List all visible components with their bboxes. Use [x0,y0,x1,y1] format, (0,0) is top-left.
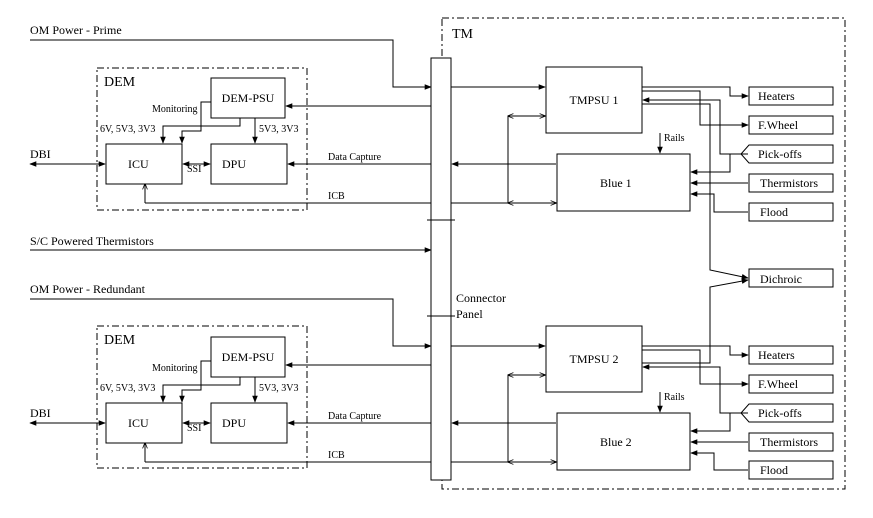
flood-top-label: Flood [760,205,788,219]
tm-label: TM [452,27,474,42]
dpu-bottom [210,402,288,444]
data-capture-bottom-label: Data Capture [328,411,382,422]
heaters-top [748,86,834,106]
tmpsu-2-to-heaters [642,345,749,358]
tmpsu-1-to-fwheel [642,90,749,128]
rails-right-bottom-label: 5V3, 3V3 [259,383,298,394]
flood-bottom-label: Flood [760,463,788,477]
heaters-bottom-label: Heaters [758,348,795,362]
fwheel-bottom-label: F.Wheel [758,377,799,391]
dpu-top-label: DPU [222,157,246,171]
sc-thermistors-label: S/C Powered Thermistors [30,234,154,248]
rails-left-bottom-label: 6V, 5V3, 3V3 [100,383,155,394]
monitoring-bottom-line [179,360,211,403]
tmpsu-2-label: TMPSU 2 [569,352,618,366]
rails-bottom-label: Rails [664,392,685,403]
pickoffs-to-tmpsu-2 [642,364,748,414]
om-power-prime-line [30,39,432,90]
icb-tm-top-trunk [451,116,509,204]
pickoffs-bottom [740,403,834,423]
pickoffs-to-tmpsu-1 [642,97,748,155]
heaters-bottom [748,345,834,365]
rails-right-top-label: 5V3, 3V3 [259,124,298,135]
rails-left-bottom-line [160,377,241,403]
dbi-bottom-label: DBI [30,406,51,420]
icu-top [105,143,183,185]
icu-bottom [105,402,183,444]
dem-top-title: DEM [104,75,136,90]
icu-top-label: ICU [128,157,149,171]
connector-panel-label-1: Connector [456,291,506,305]
data-capture-top-label: Data Capture [328,152,382,163]
dpu-top [210,143,288,185]
dichroic-label: Dichroic [760,272,802,286]
dichroic [748,268,834,288]
dem-psu-bottom [210,336,286,378]
fwheel-top-label: F.Wheel [758,118,799,132]
flood-bottom [748,460,834,480]
tmpsu-1-label: TMPSU 1 [569,93,618,107]
dem-psu-top [210,77,286,119]
connector-panel [430,57,452,481]
om-power-redundant-label: OM Power - Redundant [30,282,146,296]
connector-panel-label-2: Panel [456,307,483,321]
dpu-bottom-label: DPU [222,416,246,430]
dem-bottom-region [96,325,308,469]
thermistors-top-label: Thermistors [760,176,818,190]
rails-top-label: Rails [664,133,685,144]
thermistors-top [748,173,834,193]
pickoffs-bottom-label: Pick-offs [758,406,802,420]
icb-tm-bottom-trunk [451,375,509,463]
pickoffs-to-blue-2 [690,412,741,434]
heaters-top-label: Heaters [758,89,795,103]
flood-top [748,202,834,222]
fwheel-top [748,115,834,135]
tmpsu-2-to-dichroic [642,278,749,364]
blue-2 [556,412,691,471]
dbi-top-label: DBI [30,147,51,161]
tm-region [441,17,846,490]
om-power-prime-label: OM Power - Prime [30,23,122,37]
dem-psu-bottom-label: DEM-PSU [222,350,275,364]
dem-top-region [96,67,308,211]
icb-bottom-label: ICB [328,450,345,461]
tmpsu-1 [545,66,643,134]
pickoffs-top [740,144,834,164]
ssi-top-label: SSI [187,164,201,175]
tmpsu-1-to-heaters [642,86,749,99]
blue-2-flood-line [690,450,748,471]
monitoring-bottom-label: Monitoring [152,363,198,374]
icb-top-label: ICB [328,191,345,202]
om-power-redundant-line [30,298,432,349]
thermistors-bottom-label: Thermistors [760,435,818,449]
dem-bottom-title: DEM [104,333,136,348]
blue-1 [556,153,691,212]
icu-bottom-label: ICU [128,416,149,430]
tmpsu-2 [545,325,643,393]
thermistors-bottom [748,432,834,452]
rails-left-top-label: 6V, 5V3, 3V3 [100,124,155,135]
pickoffs-top-label: Pick-offs [758,147,802,161]
monitoring-top-label: Monitoring [152,104,198,115]
ssi-bottom-label: SSI [187,423,201,434]
blue-1-label: Blue 1 [600,176,632,190]
dem-psu-top-label: DEM-PSU [222,91,275,105]
monitoring-top-line [179,101,211,144]
rails-left-top-line [160,118,241,144]
pickoffs-to-blue-1 [690,153,741,175]
tmpsu-1-to-dichroic [642,103,749,280]
blue-2-label: Blue 2 [600,435,632,449]
fwheel-bottom [748,374,834,394]
blue-1-flood-line [690,191,748,213]
